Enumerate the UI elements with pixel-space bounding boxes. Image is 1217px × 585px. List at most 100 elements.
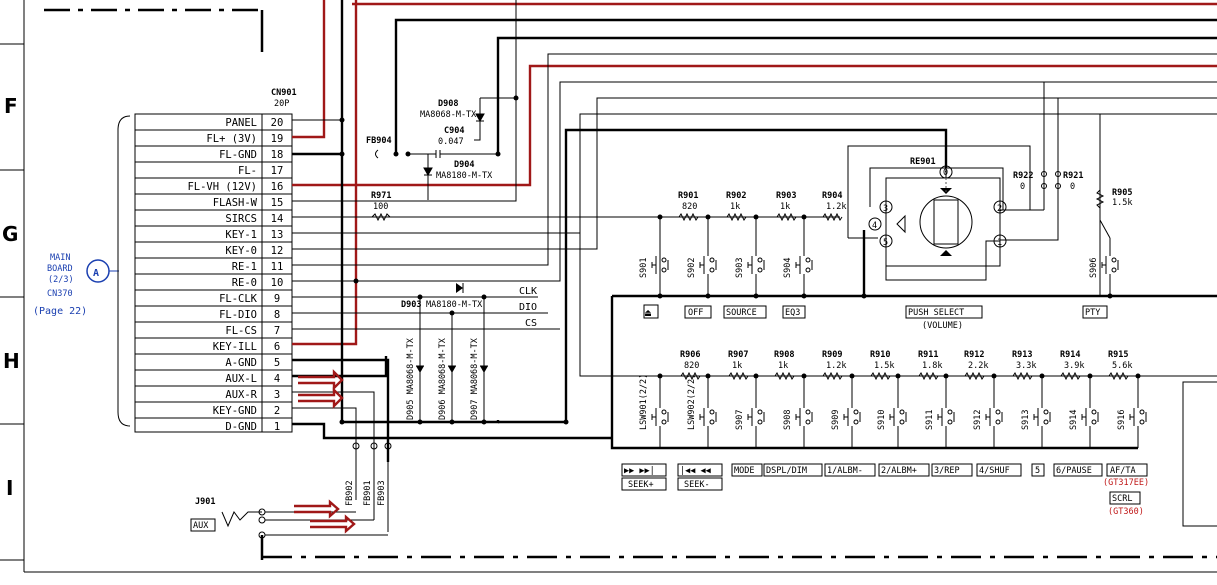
svg-text:FB903: FB903 (377, 480, 387, 506)
resistor-value: 5.6k (1112, 361, 1132, 371)
pty-key-label: PTY (1085, 308, 1100, 318)
k6-key-label: 6/PAUSE (1056, 466, 1092, 476)
resistor-ref: R901 (678, 191, 698, 201)
svg-text:R921: R921 (1063, 171, 1083, 181)
resistor-ref: R914 (1060, 350, 1080, 360)
svg-text:MAIN: MAIN (50, 253, 70, 263)
pin-name: D-GND (225, 421, 257, 433)
pin-name: FL+ (3V) (206, 133, 257, 145)
pin-number: 3 (274, 389, 280, 401)
resistor-r971: R971 100 (371, 191, 391, 222)
pin-number: 12 (271, 245, 284, 257)
svg-text:0: 0 (1020, 182, 1025, 192)
top-key-labels: ⏏ OFF SOURCE EQ3 PUSH SELECT (VOLUME) PT… (643, 304, 1108, 331)
scrl-key-label: SCRL (1112, 494, 1132, 504)
resistor-ref: R912 (964, 350, 984, 360)
pin-number: 20 (271, 117, 284, 129)
resistor-value: 3.9k (1064, 361, 1084, 371)
svg-text:0.047: 0.047 (438, 137, 464, 147)
zone-label-h: H (3, 349, 20, 373)
zone-label-f: F (4, 94, 18, 118)
switch-label: S911 (925, 410, 935, 430)
switch-label: S912 (973, 410, 983, 430)
rotary-encoder-re901: RE901 0 3 4 5 2 1 (868, 157, 1007, 267)
pin-name: KEY-GND (213, 405, 257, 417)
connector-type: 20P (274, 99, 289, 109)
switch-label: S904 (783, 258, 793, 278)
svg-text:D905 MA8068-M-TX: D905 MA8068-M-TX (406, 337, 416, 420)
dspl-key-label: DSPL/DIM (766, 466, 807, 476)
resistor-ref: R913 (1012, 350, 1032, 360)
switch-label: S914 (1069, 410, 1079, 430)
off-key-label: OFF (688, 308, 703, 318)
switch-label: S901 (639, 258, 649, 278)
pin-number: 10 (271, 277, 284, 289)
k4-key-label: 4/SHUF (979, 466, 1010, 476)
resistor-value: 1k (732, 361, 742, 371)
eq3-key-label: EQ3 (785, 308, 800, 318)
jack-j901: J901 AUX (190, 497, 388, 539)
svg-text:0: 0 (1070, 182, 1075, 192)
resistor-ref: R915 (1108, 350, 1128, 360)
svg-text:1.5k: 1.5k (1112, 198, 1132, 208)
svg-text:D907 MA8068-M-TX: D907 MA8068-M-TX (470, 337, 480, 420)
svg-text:0: 0 (943, 168, 948, 178)
switch-label: S910 (877, 410, 887, 430)
pin-number: 2 (274, 405, 280, 417)
main-board-label: MAIN BOARD (2/3) CN370 (Page 22) A (33, 115, 131, 427)
svg-text:3: 3 (883, 204, 888, 214)
gt360-label: (GT360) (1108, 507, 1144, 517)
label-clk: CLK (519, 286, 537, 297)
svg-text:R905: R905 (1112, 188, 1132, 198)
pin-number: 4 (274, 373, 280, 385)
svg-text:1: 1 (997, 238, 1002, 248)
svg-text:R971: R971 (371, 191, 391, 201)
zone-label-g: G (2, 222, 18, 246)
pin-name: PANEL (225, 117, 257, 129)
k5-key-label: 5 (1035, 466, 1040, 476)
switch-label: LSW901(2/2) (639, 374, 649, 430)
afta-key-label: AF/TA (1110, 466, 1136, 476)
page-reference: (Page 22) (33, 306, 87, 317)
pin-name: KEY-0 (225, 245, 257, 257)
resistor-value: 1.2k (826, 361, 846, 371)
diode-group-top: D908 MA8068-M-TX C904 0.047 D904 MA8180-… (292, 95, 519, 200)
svg-text:MA8180-M-TX: MA8180-M-TX (426, 300, 483, 310)
mode-key-label: MODE (734, 466, 754, 476)
zone-label-i: I (6, 476, 13, 500)
switch-label: S903 (735, 258, 745, 278)
pin-name: FL-DIO (219, 309, 257, 321)
resistor-value: 1k (778, 361, 788, 371)
pin-number: 6 (274, 341, 280, 353)
resistor-value: 820 (682, 202, 697, 212)
svg-text:C904: C904 (444, 126, 464, 136)
svg-text:R922: R922 (1013, 171, 1033, 181)
label-cs: CS (525, 318, 537, 329)
resistor-value: 1.8k (922, 361, 942, 371)
resistor-value: 1k (730, 202, 740, 212)
svg-text:D904: D904 (454, 160, 474, 170)
svg-text:(2/3): (2/3) (48, 275, 74, 285)
pin-number: 15 (271, 197, 284, 209)
volume-label: (VOLUME) (922, 321, 963, 331)
pin-name: FL-VH (12V) (187, 181, 257, 193)
resistor-value: 2.2k (968, 361, 988, 371)
seek-plus-label: SEEK+ (628, 480, 654, 490)
connector-ref: CN901 (271, 88, 297, 98)
pin-name: FL-CLK (219, 293, 258, 305)
svg-text:MA8068-M-TX: MA8068-M-TX (420, 110, 477, 120)
svg-text:D903: D903 (401, 300, 421, 310)
svg-text:BOARD: BOARD (47, 264, 73, 274)
pin-name: FLASH-W (213, 197, 258, 209)
pin-name: KEY-1 (225, 229, 257, 241)
pin-number: 7 (274, 325, 280, 337)
k3-key-label: 3/REP (934, 466, 960, 476)
svg-text:100: 100 (373, 202, 388, 212)
seek-minus-label: SEEK- (684, 480, 710, 490)
switch-label: S908 (783, 410, 793, 430)
resistor-ref: R911 (918, 350, 938, 360)
pin-number: 8 (274, 309, 280, 321)
resistor-ref: R903 (776, 191, 796, 201)
svg-text:D906 MA8068-M-TX: D906 MA8068-M-TX (438, 337, 448, 420)
pin-name: FL-GND (219, 149, 257, 161)
